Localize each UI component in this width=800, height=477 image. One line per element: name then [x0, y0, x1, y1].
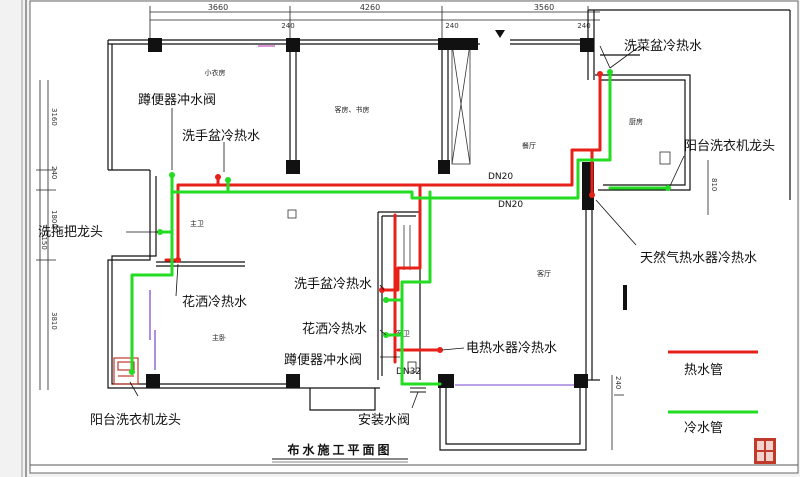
- valve-icon: [410, 387, 426, 393]
- dim-left-3: 1800: [50, 210, 58, 228]
- label-squat-flush-mid: 蹲便器冲水阀: [284, 353, 362, 368]
- legend-cold-label: 冷水管: [684, 421, 723, 436]
- legend: 热水管 冷水管: [668, 350, 758, 436]
- pipe-size-dn20-upper: DN20: [488, 172, 513, 182]
- leader-lines: [126, 45, 685, 409]
- dim-left-4: 3150: [40, 232, 48, 250]
- room-living-study: 客房、书房: [335, 105, 370, 114]
- label-mop: 洗拖把龙头: [38, 225, 103, 240]
- room-main-bath: 主卫: [190, 219, 204, 228]
- dim-top-2: 4260: [360, 3, 380, 12]
- pipe-size-dn20-lower: DN20: [498, 200, 523, 210]
- fixture-points: [129, 69, 671, 375]
- drawing-title: 布水施工平面图: [287, 442, 392, 457]
- legend-hot-label: 热水管: [684, 363, 723, 378]
- dim-top-1: 3660: [208, 3, 228, 12]
- hot-water-pipes: [164, 72, 602, 364]
- dim-right-1: 810: [710, 178, 718, 191]
- room-master-bed: 主卧: [212, 333, 226, 342]
- pipe-size-dn32: DN32: [396, 367, 421, 377]
- openings: [149, 43, 671, 370]
- dim-wall-3: 240: [577, 22, 590, 30]
- dim-wall-2: 240: [445, 22, 458, 30]
- dimension-lines: [36, 6, 709, 450]
- label-basin-mid: 洗手盆冷热水: [294, 277, 372, 292]
- washer-icon: [113, 357, 139, 385]
- dim-top-3: 3560: [534, 3, 554, 12]
- seal-stamp: [754, 438, 776, 464]
- room-dining: 餐厅: [522, 141, 536, 150]
- walls: [107, 9, 791, 451]
- dim-left-2: 240: [50, 166, 58, 179]
- label-shower-mid: 花洒冷热水: [302, 321, 367, 337]
- dim-left-1: 3160: [50, 108, 58, 126]
- label-squat-flush-top: 蹲便器冲水阀: [138, 93, 216, 108]
- label-shower-left: 花洒冷热水: [182, 294, 247, 310]
- label-electric-heater: 电热水器冷热水: [466, 341, 557, 356]
- label-balcony-washer-bottom: 阳台洗衣机龙头: [90, 412, 181, 428]
- label-basin-top: 洗手盆冷热水: [182, 129, 260, 144]
- dim-wall-1: 240: [281, 22, 294, 30]
- dim-left-5: 3810: [50, 312, 58, 330]
- label-sink-kitchen: 洗菜盆冷热水: [624, 39, 702, 54]
- room-small-bedroom: 小衣房: [205, 68, 226, 77]
- room-kitchen: 厨房: [629, 117, 643, 126]
- electric-heater-icon: [407, 361, 417, 373]
- label-gas-heater: 天然气热水器冷热水: [640, 250, 757, 266]
- dim-right-2: 240: [614, 376, 622, 389]
- label-balcony-washer-right: 阳台洗衣机龙头: [684, 138, 775, 154]
- cold-water-pipes: [130, 70, 670, 386]
- columns: [146, 30, 594, 388]
- label-valve: 安装水阀: [358, 413, 410, 428]
- room-living: 客厅: [537, 269, 551, 278]
